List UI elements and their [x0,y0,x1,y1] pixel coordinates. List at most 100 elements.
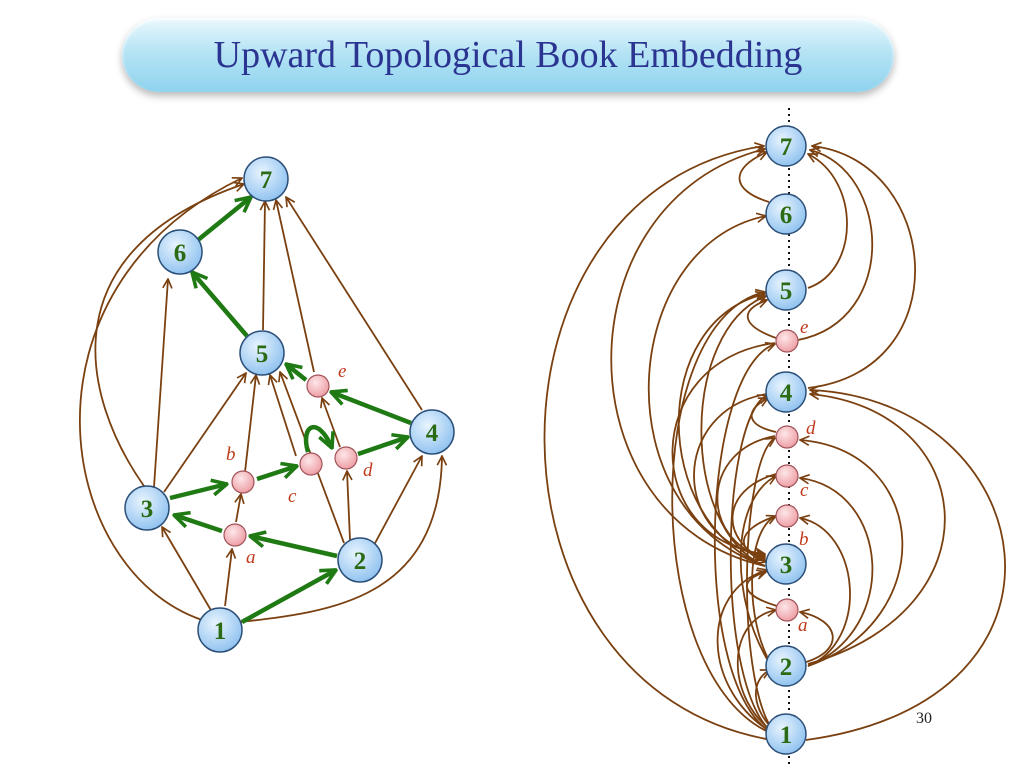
green-edge-2-a [250,536,338,559]
right-embedding: 1 2 a 3 b c d [543,108,1006,768]
green-edge-5-6 [192,272,249,338]
left-vertex-3[interactable]: 3 [124,485,170,531]
spine-vertex-3[interactable]: 3 [765,543,807,585]
vertex-label: 7 [780,134,793,161]
spine-dummy-d[interactable]: d [775,418,816,449]
book-edge-5-7-right [808,154,848,289]
book-edge-1-4-right [805,390,1006,741]
page-number: 30 [916,710,932,727]
book-edge-e-7-right [797,150,874,341]
left-dummy-a[interactable]: a [223,523,256,568]
left-graph: 1 2 3 4 5 6 7 [79,156,455,653]
vertex-label: 4 [780,380,793,407]
dummy-label: a [246,547,256,568]
right-edges [543,146,1006,741]
edge-b-5 [244,375,256,473]
edge-e-7 [276,200,315,373]
book-edge-2-d-right [800,440,904,667]
edge-1-a [224,549,232,607]
book-edge-2-b [751,516,776,665]
left-vertex-6[interactable]: 6 [157,229,203,275]
left-dummy-c[interactable]: c [288,452,323,507]
spine-vertex-4[interactable]: 4 [765,371,807,413]
left-vertex-4[interactable]: 4 [409,409,455,455]
left-vertex-2[interactable]: 2 [337,537,383,583]
dummy-label: e [338,361,346,382]
book-edge-3-5-a [677,294,765,567]
dummy-label: b [226,444,236,465]
left-edges [79,178,442,623]
spine-vertex-6[interactable]: 6 [765,193,807,235]
book-edge-4-3 [693,393,768,556]
edge-3-5 [163,373,246,493]
vertex-label: 5 [780,278,793,305]
vertex-label: 6 [174,240,187,267]
book-edge-d-4 [750,398,777,433]
edge-d-e [322,398,341,448]
vertex-label: 5 [256,341,269,368]
book-edge-3-6 [647,216,766,567]
edge-1-4 [239,456,442,623]
spine-vertex-7[interactable]: 7 [765,125,807,167]
spine-dummy-a[interactable]: a [775,598,808,636]
edge-4-7 [286,197,423,411]
dummy-label: c [288,486,297,507]
book-edge-3-5-b [700,296,766,567]
book-edge-2-a-right [800,612,834,663]
spine-dummy-c[interactable]: c [775,464,809,501]
dummy-label: c [800,480,809,501]
dummy-label: b [799,529,809,550]
dummy-label: d [363,460,373,481]
left-vertex-7[interactable]: 7 [243,156,289,202]
vertex-label: 3 [780,552,793,579]
vertex-label: 1 [214,618,227,645]
edge-2-4 [373,456,422,546]
book-edge-2-b-right [800,518,851,667]
left-vertex-1[interactable]: 1 [197,607,243,653]
dummy-label: a [798,615,808,636]
spine-vertex-2[interactable]: 2 [765,645,807,687]
book-edge-3-7 [610,149,765,567]
book-edge-6-7 [738,152,770,203]
vertex-label: 3 [141,496,154,523]
spine-dummy-b[interactable]: b [775,504,809,550]
book-edge-4-7-right [807,146,916,389]
green-edge-d-4 [357,437,408,457]
spine-vertex-5[interactable]: 5 [765,269,807,311]
green-edge-c-d [303,425,332,453]
green-edge-a-3 [174,515,223,534]
book-edge-a-3 [746,572,778,607]
edge-1-7 [79,178,242,621]
green-edge-6-7 [196,197,251,242]
edge-5-7 [263,201,265,331]
vertex-label: 1 [780,722,793,749]
left-vertex-5[interactable]: 5 [239,330,285,376]
left-spanning-edges [169,197,412,624]
left-dummy-d[interactable]: d [334,446,373,481]
slide-title: Upward Topological Book Embedding [213,34,803,76]
book-edge-2-4-right [807,394,946,665]
vertex-label: 6 [780,202,793,229]
left-dummy-e[interactable]: e [306,361,346,398]
book-edge-1-5 [671,292,774,735]
title-banner: Upward Topological Book Embedding [122,18,894,92]
edge-1-3 [162,527,213,613]
book-edge-d-3 [716,435,776,558]
spine-dummy-e[interactable]: e [775,317,808,353]
vertex-label: 4 [426,420,439,447]
book-edge-1-7 [543,146,773,741]
left-dummy-b[interactable]: b [226,444,255,494]
edge-3-6 [153,279,168,488]
green-edge-b-c [256,466,297,482]
book-edge-2-c [739,476,776,665]
green-edge-3-b [169,484,227,501]
spine-vertex-1[interactable]: 1 [765,713,807,755]
edge-3-7 [94,184,244,487]
book-edge-e-5 [746,300,777,339]
book-edge-e-3 [671,342,776,554]
book-edge-1-e [713,344,775,735]
book-edge-1-d [746,438,777,735]
edge-a-b [236,494,241,523]
vertex-label: 7 [260,167,273,194]
